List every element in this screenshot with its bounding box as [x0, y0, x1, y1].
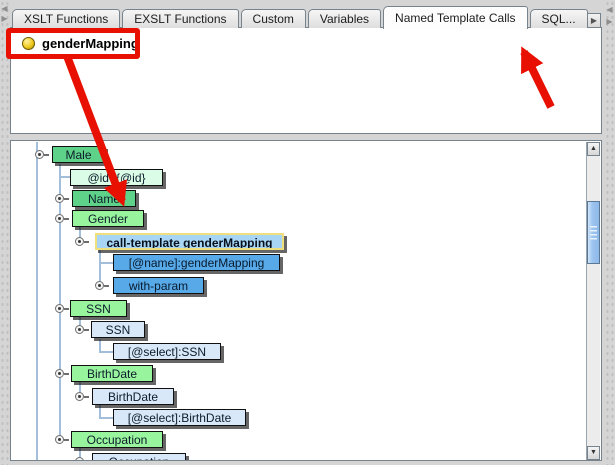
tree-expand-handle[interactable] [35, 150, 49, 159]
tree-expand-handle[interactable] [75, 392, 89, 401]
left-splitter[interactable]: ◀ ▶ [0, 0, 9, 465]
tree-node-name-gendermapping[interactable]: [@name]:genderMapping [113, 254, 280, 271]
tree-node-select-ssn[interactable]: [@select]:SSN [113, 343, 221, 360]
tree-expand-handle[interactable] [75, 457, 84, 460]
scrollbar-thumb[interactable] [587, 201, 600, 264]
tree-connector-line [99, 417, 113, 419]
list-item-gendermapping[interactable]: genderMapping [18, 34, 143, 53]
tab-sql[interactable]: SQL... [529, 9, 588, 28]
tree-expand-handle[interactable] [55, 214, 69, 223]
tree-connector-line [79, 382, 81, 397]
tree-node-ssn[interactable]: SSN [91, 321, 145, 338]
tree-node-call-template-gendermapping[interactable]: call-template genderMapping [95, 233, 284, 250]
tree-connector-line [99, 339, 101, 352]
tree-connector-line [99, 262, 113, 264]
tree-connector-line [59, 176, 70, 178]
tree-node-ssn[interactable]: SSN [70, 300, 127, 317]
tree-connector-line [79, 448, 81, 460]
named-template-calls-panel: genderMapping [10, 27, 602, 134]
tree-expand-handle[interactable] [55, 304, 69, 313]
tree-connector-line [99, 405, 101, 418]
scroll-up-button[interactable]: ▲ [587, 142, 600, 156]
tree-expand-handle[interactable] [55, 194, 69, 203]
splitter-collapse-icon[interactable]: ◀ [606, 5, 613, 14]
tree-expand-handle[interactable] [75, 237, 89, 246]
tree-connector-line [79, 317, 81, 331]
tab-custom[interactable]: Custom [240, 9, 306, 28]
tree-connector-line [36, 142, 38, 460]
splitter-collapse-icon[interactable]: ◀ [1, 4, 8, 13]
tree-node-with-param[interactable]: with-param [113, 277, 204, 294]
scroll-down-button[interactable]: ▼ [587, 446, 600, 460]
tree-expand-handle[interactable] [75, 325, 89, 334]
template-name-label: genderMapping [42, 36, 139, 51]
tree-node-name[interactable]: Name [72, 190, 136, 207]
tab-exslt-functions[interactable]: EXSLT Functions [122, 9, 239, 28]
tree-node-id-id[interactable]: @id={@id} [70, 169, 163, 186]
tree-node-birthdate[interactable]: BirthDate [71, 365, 153, 382]
tree-node-birthdate[interactable]: BirthDate [92, 388, 174, 405]
right-splitter[interactable]: ◀ ▶ [605, 0, 615, 465]
tree-connector-line [79, 227, 81, 242]
tab-named-template-calls[interactable]: Named Template Calls [383, 6, 528, 29]
tree-connector-line [99, 250, 101, 287]
splitter-expand-icon[interactable]: ▶ [1, 14, 8, 23]
tree-node-select-birthdate[interactable]: [@select]:BirthDate [113, 409, 246, 426]
tree-expand-handle[interactable] [55, 369, 69, 378]
tree-connector-line [99, 351, 113, 353]
tree-node-gender[interactable]: Gender [72, 210, 144, 227]
splitter-expand-icon[interactable]: ▶ [606, 17, 613, 26]
tree-node-occupation[interactable]: Occupation [71, 431, 163, 448]
vertical-scrollbar[interactable]: ▲ ▼ [586, 142, 600, 460]
tree-node-male[interactable]: Male [52, 146, 105, 163]
tab-xslt-functions[interactable]: XSLT Functions [12, 9, 121, 28]
tree-expand-handle[interactable] [95, 281, 109, 290]
tree-expand-handle[interactable] [55, 435, 69, 444]
tree-node-occupation[interactable]: Occupation [92, 453, 186, 460]
template-ball-icon [22, 37, 35, 50]
tree-connector-line [59, 164, 61, 441]
tab-variables[interactable]: Variables [307, 9, 382, 28]
